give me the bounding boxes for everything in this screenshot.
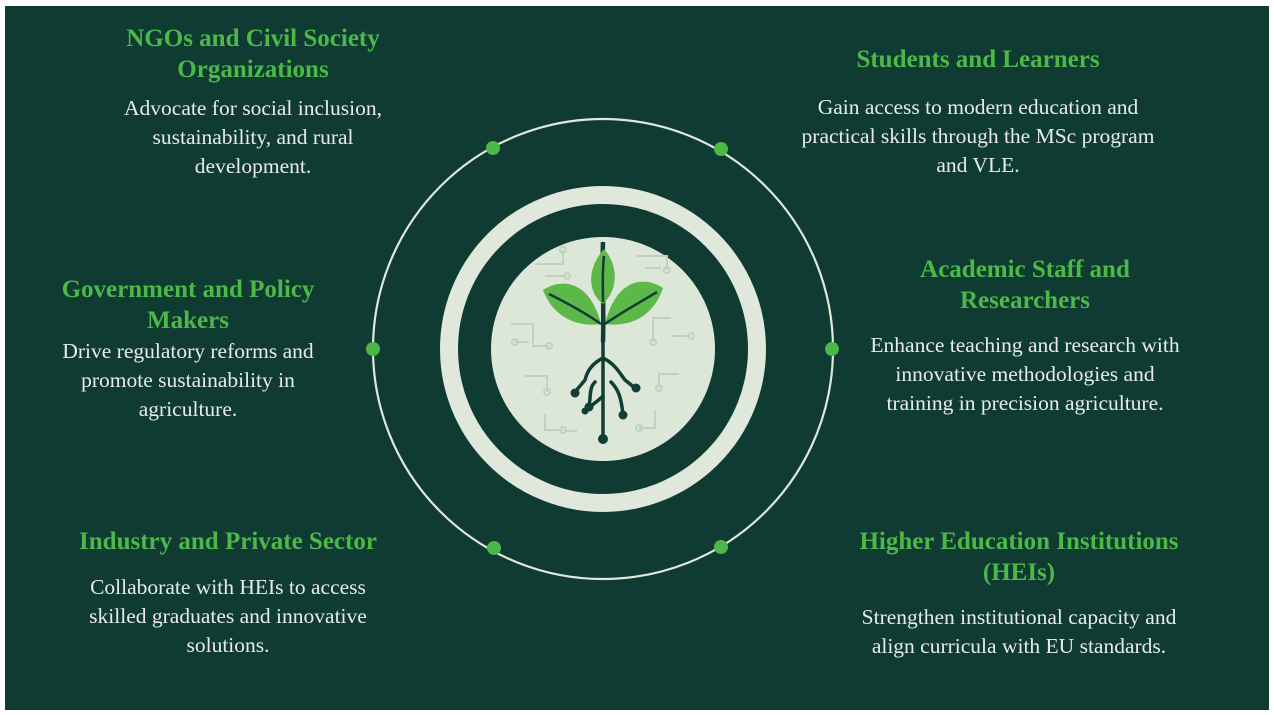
stakeholder-government: Government and Policy Makers Drive regul… — [33, 274, 343, 424]
stakeholder-academic: Academic Staff and Researchers Enhance t… — [870, 254, 1180, 418]
sprout-icon — [543, 241, 663, 343]
circuit-pattern-decoration — [511, 246, 695, 434]
stakeholder-diagram: NGOs and Civil Society Organizations Adv… — [5, 6, 1269, 710]
stakeholder-description: Advocate for social inclusion, sustainab… — [124, 96, 382, 178]
stakeholder-ngos: NGOs and Civil Society Organizations Adv… — [93, 23, 413, 181]
stakeholder-description: Drive regulatory reforms and promote sus… — [62, 339, 314, 421]
stakeholder-students: Students and Learners Gain access to mod… — [783, 44, 1173, 180]
orbit-dot-students — [714, 142, 728, 156]
stakeholder-description: Enhance teaching and research with innov… — [870, 333, 1180, 415]
stakeholder-title: Higher Education Institutions (HEIs) — [859, 528, 1179, 586]
orbit-dot-heis — [714, 540, 728, 554]
inner-thick-ring — [440, 186, 766, 512]
central-graphic — [366, 117, 839, 581]
stakeholder-description: Collaborate with HEIs to access skilled … — [89, 575, 367, 657]
stakeholder-description: Gain access to modern education and prac… — [801, 95, 1155, 177]
orbit-dot-ngos — [486, 141, 500, 155]
orbit-dot-industry — [487, 541, 501, 555]
stakeholder-title: Students and Learners — [856, 46, 1100, 73]
stakeholder-title: Industry and Private Sector — [79, 528, 377, 555]
stakeholder-title: Government and Policy Makers — [61, 276, 315, 334]
root-node-dots — [570, 383, 641, 444]
orbit-dot-academic — [825, 342, 839, 356]
stakeholder-description: Strengthen institutional capacity and al… — [861, 605, 1177, 658]
orbit-dot-government — [366, 342, 380, 356]
stakeholder-heis: Higher Education Institutions (HEIs) Str… — [833, 526, 1205, 661]
stakeholder-title: NGOs and Civil Society Organizations — [126, 25, 380, 83]
stakeholder-title: Academic Staff and Researchers — [920, 256, 1130, 314]
stakeholder-industry: Industry and Private Sector Collaborate … — [63, 526, 393, 660]
